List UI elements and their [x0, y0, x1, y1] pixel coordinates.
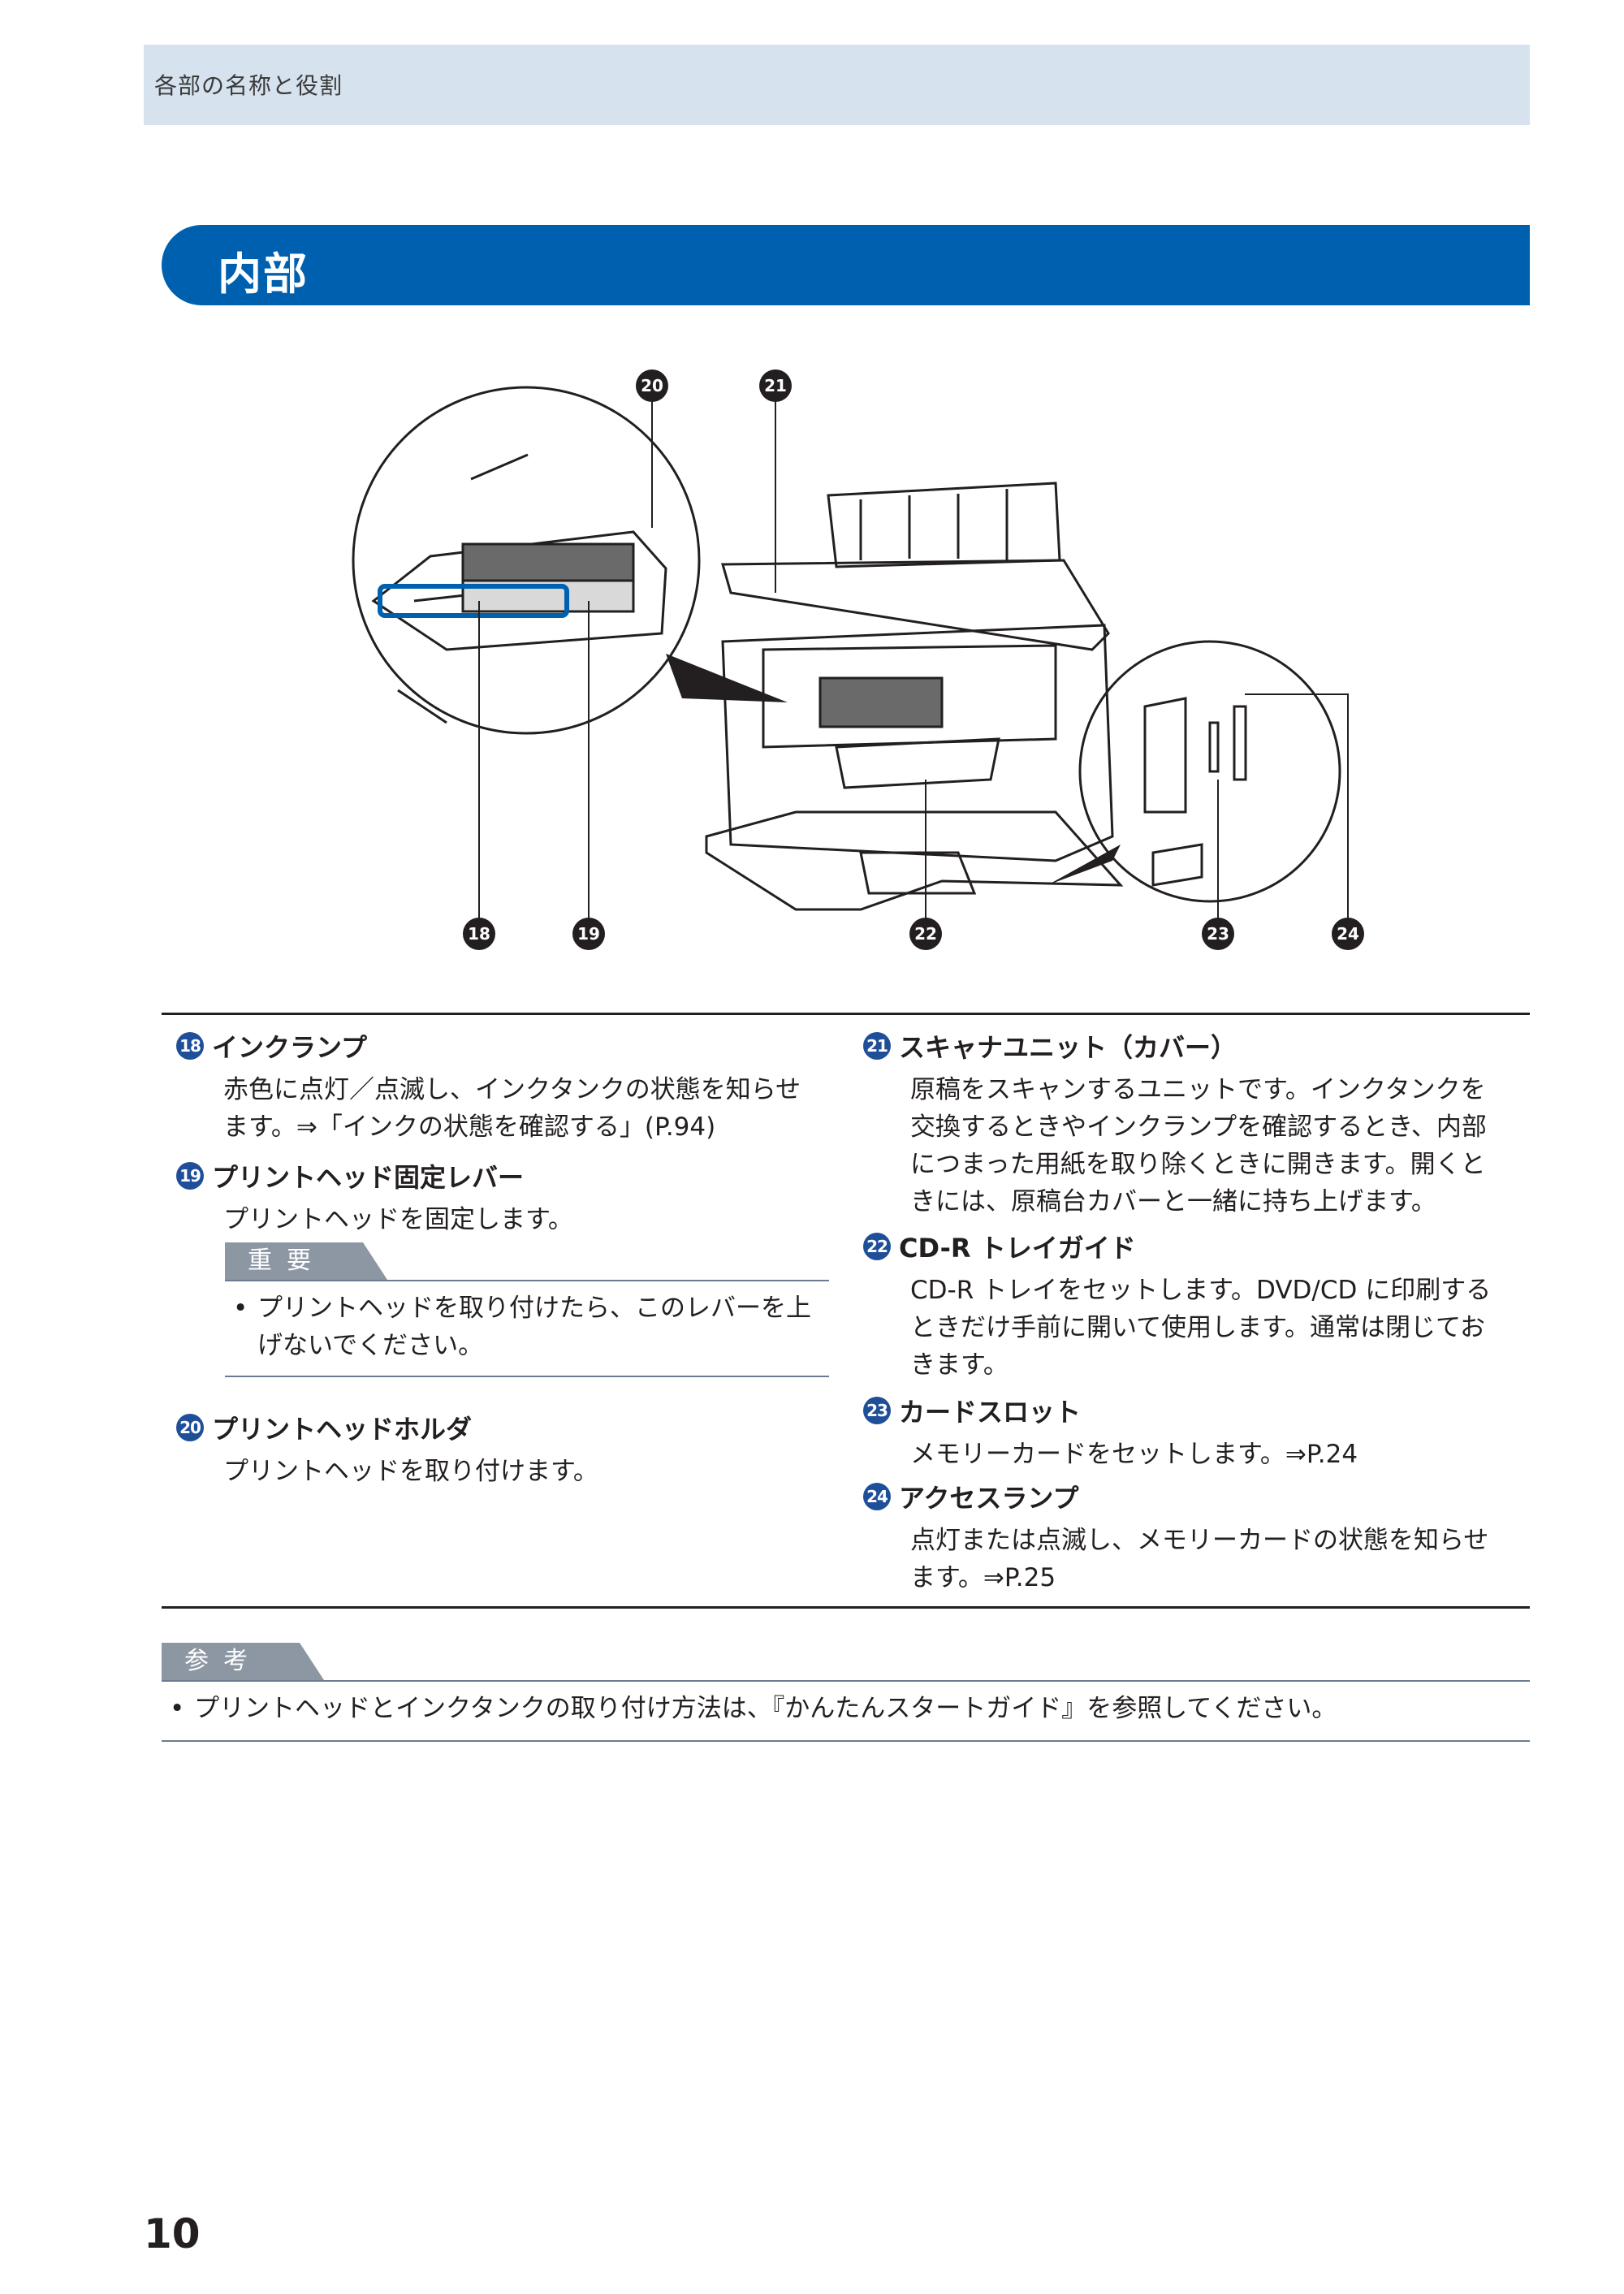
- number-badge: 23: [863, 1397, 891, 1424]
- callout-20: 20: [641, 376, 663, 395]
- reference-text: プリントヘッドとインクタンクの取り付け方法は、『かんたんスタートガイド』を参照し…: [194, 1694, 1337, 1723]
- item-print-head-holder: 20 プリントヘッドホルダ プリントヘッドを取り付けます。: [176, 1409, 818, 1490]
- item-text-line: につまった用紙を取り除くときに開きます。開くと: [910, 1150, 1486, 1179]
- important-rule: [225, 1280, 829, 1281]
- bullet-dot: •: [233, 1294, 248, 1323]
- item-text-line: 交換するときやインクランプを確認するとき、内部: [910, 1112, 1487, 1142]
- callout-24: 24: [1337, 924, 1359, 944]
- reference-tag: 参考: [162, 1643, 324, 1680]
- number-badge: 19: [176, 1162, 204, 1190]
- number-badge: 21: [863, 1032, 891, 1060]
- important-note: 重要 • プリントヘッドを取り付けたら、このレバーを上 げないでください。: [225, 1242, 829, 1377]
- number-badge: 18: [176, 1032, 204, 1060]
- zoom-circle-left: [352, 386, 701, 735]
- item-text-line: メモリーカードをセットします。⇒P.24: [910, 1440, 1358, 1469]
- callout-21: 21: [764, 376, 787, 395]
- item-title: CD-R トレイガイド: [899, 1233, 1136, 1264]
- table-top-rule: [162, 1013, 1530, 1015]
- section-title: 内部: [218, 248, 309, 300]
- printer-diagram: 20 21 18 19 22 23 24: [352, 369, 1364, 950]
- breadcrumb: 各部の名称と役割: [154, 72, 343, 99]
- important-bottom-rule: [225, 1376, 829, 1377]
- item-title: インクランプ: [212, 1032, 368, 1063]
- item-text-line: プリントヘッドを取り付けます。: [223, 1457, 598, 1486]
- item-title: プリントヘッドホルダ: [212, 1414, 473, 1445]
- reference-rule: [162, 1680, 1530, 1682]
- zoom-circle-right: [1078, 640, 1341, 903]
- item-text-line: ます。⇒P.25: [910, 1563, 1056, 1592]
- important-bullet: • プリントヘッドを取り付けたら、このレバーを上 げないでください。: [225, 1290, 829, 1364]
- item-scanner-unit: 21 スキャナユニット（カバー） 原稿をスキャンするユニットです。インクタンクを…: [863, 1027, 1505, 1220]
- reference-note: 参考 • プリントヘッドとインクタンクの取り付け方法は、『かんたんスタートガイド』…: [162, 1643, 1530, 1742]
- callout-19: 19: [577, 924, 600, 944]
- item-card-slot: 23 カードスロット メモリーカードをセットします。⇒P.24: [863, 1392, 1505, 1473]
- section-title-bar: [162, 225, 1530, 305]
- item-print-head-lever: 19 プリントヘッド固定レバー プリントヘッドを固定します。: [176, 1157, 818, 1238]
- item-title: カードスロット: [899, 1397, 1082, 1428]
- item-text-line: ます。⇒「インクの状態を確認する」(P.94): [223, 1112, 716, 1142]
- callout-22: 22: [914, 924, 937, 944]
- reference-bullet: • プリントヘッドとインクタンクの取り付け方法は、『かんたんスタートガイド』を参照…: [162, 1690, 1530, 1727]
- table-bottom-rule: [162, 1606, 1530, 1609]
- number-badge: 22: [863, 1233, 891, 1260]
- callout-markers: [463, 369, 1364, 950]
- important-text: プリントヘッドを取り付けたら、このレバーを上: [257, 1294, 811, 1323]
- item-title: スキャナユニット（カバー）: [899, 1032, 1237, 1063]
- callout-18: 18: [468, 924, 490, 944]
- number-badge: 24: [863, 1483, 891, 1510]
- item-ink-lamp: 18 インクランプ 赤色に点灯／点滅し、インクタンクの状態を知らせ ます。⇒「イ…: [176, 1027, 818, 1146]
- reference-bottom-rule: [162, 1740, 1530, 1742]
- item-title: アクセスランプ: [899, 1483, 1079, 1514]
- item-text-line: ときだけ手前に開いて使用します。通常は閉じてお: [910, 1313, 1486, 1342]
- item-text-line: 赤色に点灯／点滅し、インクタンクの状態を知らせ: [223, 1075, 801, 1104]
- important-text: げないでください。: [257, 1331, 484, 1360]
- printer-interior-illustration: 20 21 18 19 22 23 24: [341, 357, 1413, 974]
- bullet-dot: •: [170, 1694, 185, 1723]
- number-badge: 20: [176, 1414, 204, 1441]
- item-access-lamp: 24 アクセスランプ 点灯または点滅し、メモリーカードの状態を知らせ ます。⇒P…: [863, 1478, 1505, 1596]
- item-text-line: きます。: [910, 1350, 1009, 1380]
- item-title: プリントヘッド固定レバー: [212, 1162, 525, 1193]
- callout-23: 23: [1207, 924, 1229, 944]
- item-text-line: きには、原稿台カバーと一緒に持ち上げます。: [910, 1187, 1436, 1216]
- item-text-line: プリントヘッドを固定します。: [223, 1205, 573, 1234]
- item-text-line: 原稿をスキャンするユニットです。インクタンクを: [910, 1075, 1486, 1104]
- item-cdr-tray-guide: 22 CD-R トレイガイド CD-R トレイをセットします。DVD/CD に印…: [863, 1228, 1505, 1384]
- item-text-line: 点灯または点滅し、メモリーカードの状態を知らせ: [910, 1526, 1489, 1555]
- header-band: [144, 45, 1530, 125]
- important-tag: 重要: [225, 1242, 387, 1280]
- page-number: 10: [144, 2210, 201, 2257]
- item-text-line: CD-R トレイをセットします。DVD/CD に印刷する: [910, 1276, 1492, 1305]
